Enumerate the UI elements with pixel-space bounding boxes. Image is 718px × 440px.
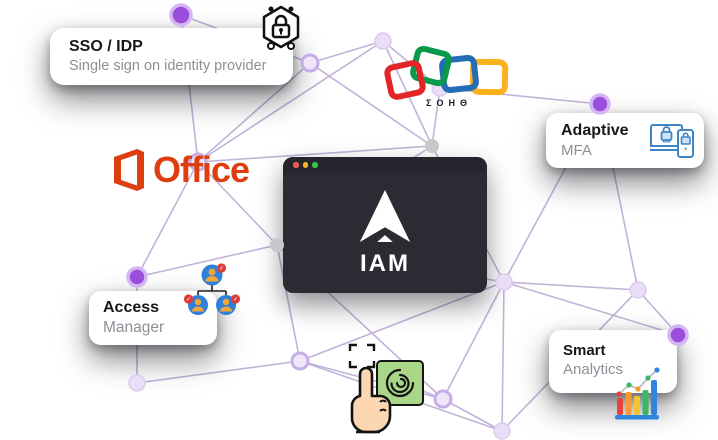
network-edge — [503, 281, 639, 291]
network-node-purple — [126, 266, 148, 288]
network-edge — [442, 281, 505, 400]
network-node-ring — [290, 351, 310, 371]
access-card-title: Access — [103, 299, 160, 316]
sso-card-title: SSO / IDP — [69, 38, 143, 55]
avatar-right — [216, 295, 236, 315]
network-node-purple — [589, 93, 611, 115]
minimize-traffic-light-icon — [302, 162, 308, 168]
svg-text:***: *** — [662, 140, 670, 147]
network-edge — [309, 40, 384, 64]
svg-text:✓: ✓ — [186, 297, 191, 303]
svg-text:*: * — [684, 147, 687, 154]
network-node-ring — [300, 53, 320, 73]
sso-card-subtitle: Single sign on identity provider — [69, 58, 267, 74]
iam-label: IAM — [360, 249, 410, 277]
network-edge — [136, 360, 301, 384]
office-box-icon — [114, 149, 144, 191]
zoho-logo: ΣΟΗΘ — [382, 43, 509, 108]
pointing-hand-icon — [350, 366, 392, 434]
network-node-purple — [169, 3, 193, 27]
office-logo-text: Office — [153, 149, 250, 190]
fingerprint-touch-icon — [342, 340, 434, 438]
zoho-red-square-icon — [382, 58, 428, 102]
network-node-plain — [629, 281, 647, 299]
bar-chart-icon — [615, 367, 660, 420]
window-titlebar — [283, 157, 487, 173]
network-node-gray — [425, 139, 439, 153]
office-logo: Office — [110, 147, 250, 193]
smart-analytics-card: Smart Analytics — [549, 330, 677, 420]
network-node-gray — [270, 238, 284, 252]
network-edge — [442, 398, 503, 432]
network-node-plain — [493, 422, 511, 440]
close-traffic-light-icon — [293, 162, 299, 168]
network-edge — [637, 289, 679, 336]
adaptive-mfa-card: Adaptive MFA *** * — [546, 113, 704, 168]
user-hierarchy-icon: ✓ ✓ ✓ — [183, 263, 241, 315]
access-card-subtitle: Manager — [103, 319, 165, 336]
network-node-plain — [495, 273, 513, 291]
hexagon-lock-icon — [262, 5, 300, 50]
network-edge — [503, 281, 679, 336]
network-node-ring — [433, 389, 453, 409]
network-edge — [501, 281, 505, 432]
mfa-devices-icon: *** * — [650, 124, 694, 158]
iam-arrow-logo — [359, 189, 411, 242]
iam-window-body: IAM — [283, 173, 487, 293]
zoho-logo-text: ΣΟΗΘ — [426, 98, 472, 108]
network-node-plain — [128, 374, 146, 392]
maximize-traffic-light-icon — [312, 162, 318, 168]
iam-window: IAM — [283, 157, 487, 293]
avatar-left — [188, 295, 208, 315]
smart-card-title: Smart — [563, 342, 606, 359]
sso-idp-card: SSO / IDP Single sign on identity provid… — [50, 5, 300, 85]
access-manager-card: Access Manager ✓ ✓ ✓ — [89, 263, 241, 345]
svg-text:✓: ✓ — [219, 266, 224, 272]
svg-text:✓: ✓ — [233, 297, 238, 303]
